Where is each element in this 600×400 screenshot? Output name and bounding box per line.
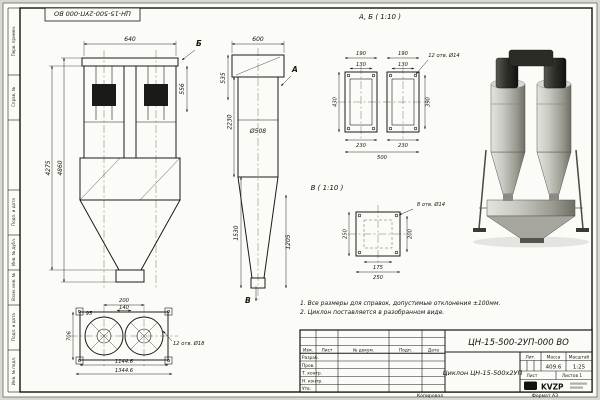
tb-product-name: Циклон ЦН-15-500х2УП xyxy=(443,369,523,377)
side-view-label-v: В xyxy=(245,296,251,305)
tb-row-prov: Пров. xyxy=(302,363,315,369)
side-label-2: Подп. и дата xyxy=(11,198,16,226)
front-dim-640: 640 xyxy=(124,36,136,43)
v-dim-250-l: 250 xyxy=(343,228,349,239)
plan-dim-706: 706 xyxy=(67,330,73,341)
tb-col-data: Дата xyxy=(428,348,439,354)
side-label-6: Инв. № подл. xyxy=(11,357,16,385)
tb-mass-value: 409.6 xyxy=(546,364,562,370)
tb-row-razrab: Разраб. xyxy=(302,355,319,361)
section-ab: А, Б ( 1:10 ) 190 190 130 130 430 390 23… xyxy=(333,13,460,161)
footer-copied: Копировал xyxy=(417,393,443,399)
front-dim-4860: 4860 xyxy=(57,160,64,175)
plan-dim-140: 140 xyxy=(119,305,130,311)
ab-dim-190-r: 190 xyxy=(398,51,409,57)
tb-sheets-label: Листов 1 xyxy=(562,373,582,379)
v-holes-label: 8 отв. Ø14 xyxy=(417,201,445,208)
ab-dim-130-l: 130 xyxy=(356,62,367,68)
tb-designation: ЦН-15-500-2УП-000 ВО xyxy=(468,338,569,348)
v-dim-175: 175 xyxy=(373,265,384,271)
ab-holes-label: 12 отв. Ø14 xyxy=(428,52,460,59)
plan-view: 200 140 95 706 1144.6 1344.6 12 отв. Ø18 xyxy=(67,298,205,375)
side-column-labels: Перв. примен. Справ. № Подп. и дата Инв.… xyxy=(11,26,16,385)
side-dim-2230: 2230 xyxy=(227,114,234,129)
tb-row-tkontr: Т. контр. xyxy=(301,371,322,377)
tb-sheet-label: Лист xyxy=(527,373,538,379)
tb-col-list: Лист xyxy=(322,348,333,354)
side-dim-1205: 1205 xyxy=(285,234,292,249)
tb-col-doc: № докум. xyxy=(353,348,374,354)
note-1: 1. Все размеры для справок, допустимые о… xyxy=(300,300,500,307)
tb-mass-label: Масса xyxy=(547,354,561,360)
tb-lit-label: Лит. xyxy=(526,354,536,360)
tb-col-podp: Подп. xyxy=(399,348,412,354)
ab-dim-500: 500 xyxy=(377,155,388,161)
plan-holes-label: 12 отв. Ø18 xyxy=(173,340,205,347)
ab-dim-390: 390 xyxy=(426,96,432,107)
side-view-label-a: А xyxy=(291,65,298,74)
note-2: 2. Циклон поставляется в разобранном вид… xyxy=(300,309,444,316)
side-label-3: Инв. № дубл. xyxy=(11,238,16,266)
side-view: Ø508 600 535 2230 1530 1205 А В xyxy=(220,36,298,305)
ab-dim-230-r: 230 xyxy=(398,143,409,149)
top-stamp: ЦН-15-500-2УП-000 ВО xyxy=(44,7,141,22)
side-label-4: Взам. инв. № xyxy=(11,273,16,301)
side-dim-600: 600 xyxy=(252,36,264,43)
section-v-title: В ( 1:10 ) xyxy=(311,184,344,192)
plan-dim-200: 200 xyxy=(119,298,130,304)
side-dim-1530: 1530 xyxy=(233,225,240,240)
side-label-5: Подп. и дата xyxy=(11,313,16,341)
section-v: В ( 1:10 ) 8 отв. Ø14 250 200 175 250 xyxy=(311,184,445,281)
ab-dim-430: 430 xyxy=(333,96,339,107)
footer-format: Формат А3 xyxy=(532,393,558,399)
title-block: Изм. Лист № докум. Подп. Дата Разраб. Пр… xyxy=(299,329,593,393)
tb-scale-label: Масштаб xyxy=(569,354,590,360)
v-dim-250-b: 250 xyxy=(373,275,384,281)
front-view: 640 556 4275 4860 Б xyxy=(45,36,202,290)
plan-dim-1344: 1344.6 xyxy=(115,368,134,374)
side-dim-535: 535 xyxy=(220,72,227,84)
tb-row-nkontr: Н. контр. xyxy=(302,379,323,385)
tb-logo-text: KVZP xyxy=(541,382,564,391)
side-label-1: Справ. № xyxy=(11,87,16,107)
side-label-0: Перв. примен. xyxy=(11,26,16,57)
ab-dim-190-l: 190 xyxy=(356,51,367,57)
logo-icon xyxy=(524,381,537,390)
ab-dim-230-l: 230 xyxy=(356,143,367,149)
cyclone-3d-render xyxy=(473,49,589,248)
front-dim-556: 556 xyxy=(179,83,186,95)
tb-col-izm: Изм. xyxy=(303,348,313,354)
technical-notes: 1. Все размеры для справок, допустимые о… xyxy=(300,300,500,316)
tb-row-utv: Утв. xyxy=(302,386,311,392)
section-ab-title: А, Б ( 1:10 ) xyxy=(358,13,401,21)
front-dim-4275: 4275 xyxy=(45,160,52,175)
sheet-footer: Копировал Формат А3 xyxy=(417,393,558,399)
side-dim-diam: Ø508 xyxy=(249,128,266,135)
tb-scale-value: 1:25 xyxy=(573,364,586,370)
plan-dim-95: 95 xyxy=(86,311,93,317)
plan-dim-1144: 1144.6 xyxy=(115,359,134,365)
stamp-designation: ЦН-15-500-2УП-000 ВО xyxy=(54,10,131,18)
front-view-label-b: Б xyxy=(196,39,202,48)
v-dim-200-r: 200 xyxy=(408,228,414,239)
ab-dim-130-r: 130 xyxy=(398,62,409,68)
